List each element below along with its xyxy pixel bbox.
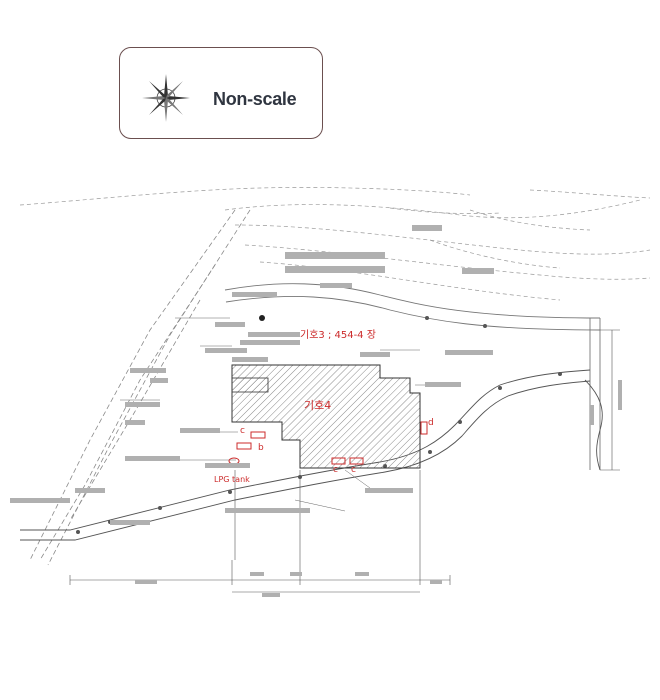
label-c3: c bbox=[351, 465, 356, 475]
label-site4: 기호4 bbox=[304, 399, 332, 412]
label-b: b bbox=[258, 443, 264, 453]
building-site4 bbox=[231, 364, 421, 469]
annex-small bbox=[231, 377, 269, 393]
compass-rose-icon bbox=[142, 74, 190, 122]
box-d bbox=[420, 421, 428, 435]
label-site3: 기호3 ; 454-4 장 bbox=[300, 330, 376, 341]
label-lpg-tank: LPG tank bbox=[214, 475, 250, 484]
slope-lines bbox=[29, 209, 251, 566]
road-edges bbox=[224, 283, 601, 470]
label-d: d bbox=[428, 418, 434, 428]
illegible-labels bbox=[10, 225, 622, 597]
box-c3 bbox=[349, 457, 364, 465]
box-c1 bbox=[250, 431, 266, 439]
box-c2 bbox=[331, 457, 346, 465]
dimension-lines bbox=[69, 329, 620, 593]
contour-lines bbox=[19, 187, 651, 301]
label-c1: c bbox=[240, 426, 245, 436]
label-c2: c bbox=[333, 465, 338, 475]
legend-scale-text: Non-scale bbox=[213, 89, 297, 109]
survey-point bbox=[259, 315, 265, 321]
legend-box bbox=[119, 47, 323, 139]
box-b bbox=[236, 442, 252, 450]
